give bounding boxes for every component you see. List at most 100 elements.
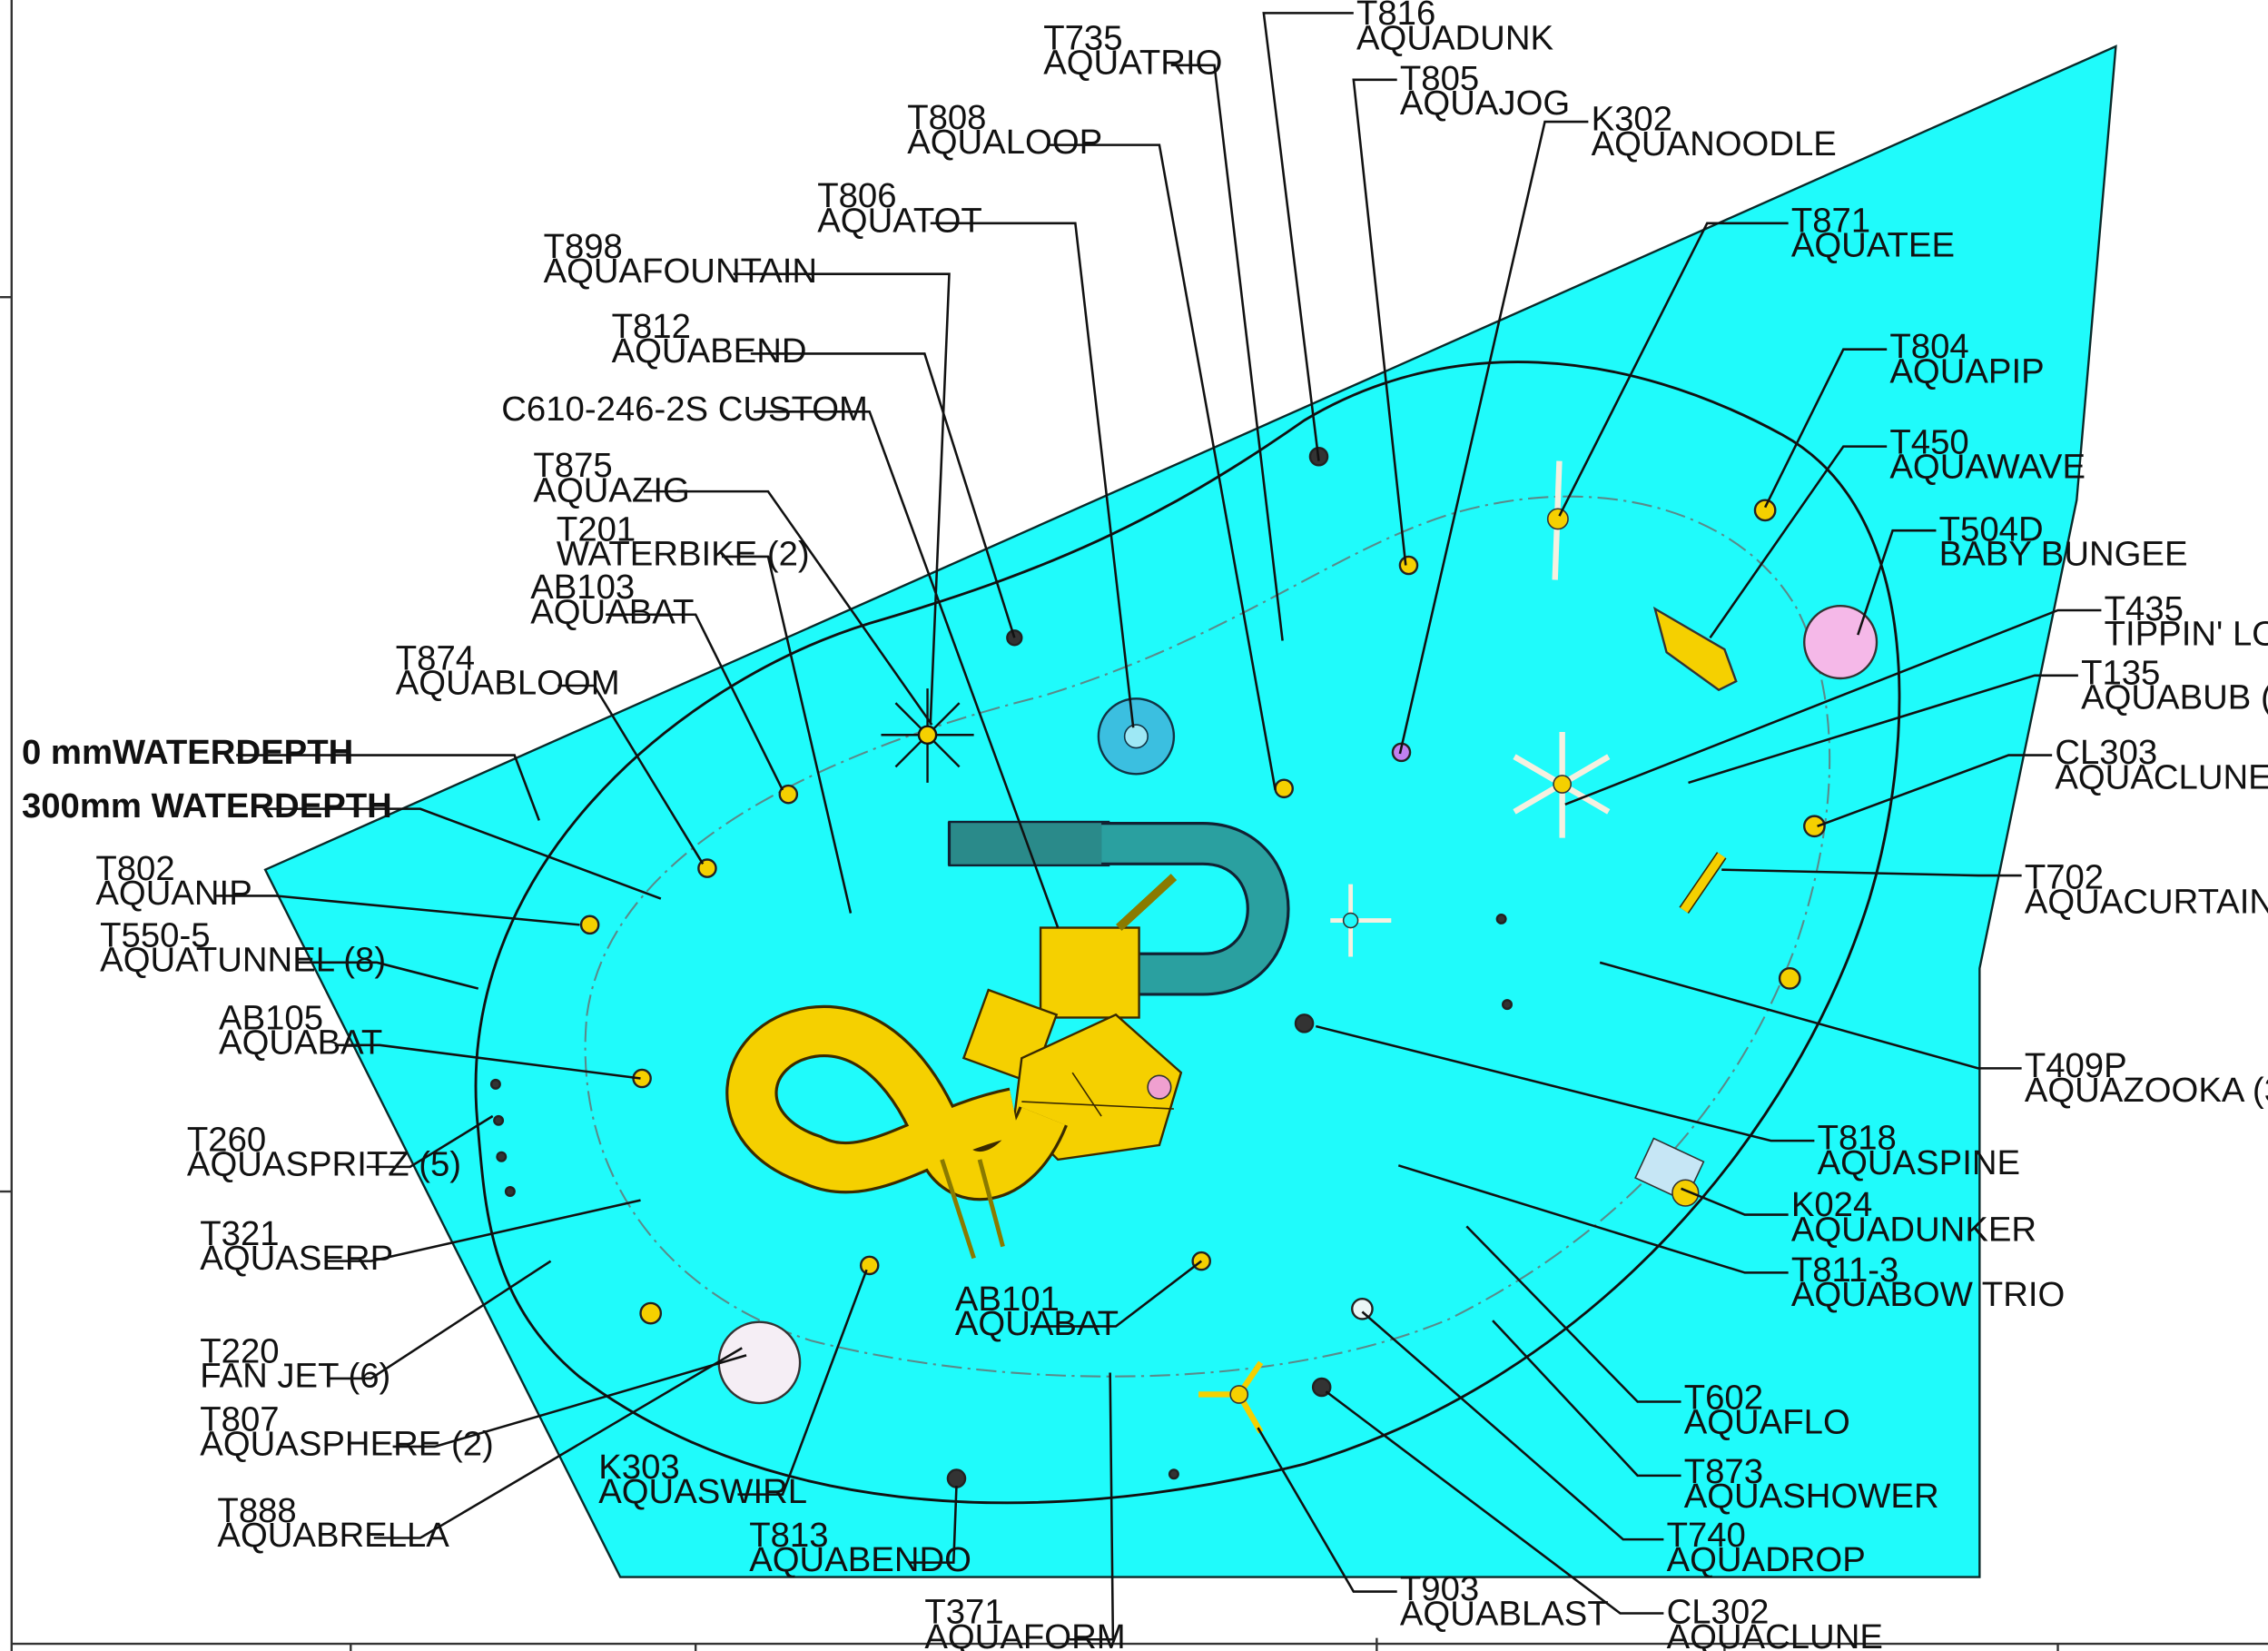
pool-area — [263, 44, 2117, 1578]
label-t805-name: AQUAJOG — [1400, 84, 1570, 123]
label-t804-name: AQUAPIP — [1889, 351, 2044, 391]
label-k303-name: AQUASWIRL — [598, 1472, 807, 1511]
label-t813-name: AQUABENDO — [749, 1540, 971, 1579]
label-t435-code: T435 — [2105, 589, 2184, 628]
label-t602-code: T602 — [1684, 1378, 1763, 1417]
label-ab105-name: AQUABAT — [219, 1023, 382, 1062]
aquacurtain-icon — [1679, 852, 1727, 914]
label-t735-name: AQUATRIO — [1043, 43, 1222, 82]
label-t740-code: T740 — [1667, 1516, 1746, 1555]
label-t321-name: AQUASERP — [200, 1239, 393, 1278]
upper-platform — [1039, 926, 1140, 1019]
label-k303-code: K303 — [598, 1448, 679, 1487]
label-t450-name: AQUAWAVE — [1889, 448, 2086, 487]
label-t220-name: FAN JET (6) — [200, 1357, 390, 1396]
label-t260-code: T260 — [187, 1120, 266, 1159]
label-t702-code: T702 — [2025, 857, 2104, 896]
label-t807-name: AQUASPHERE (2) — [200, 1425, 493, 1464]
label-t409p-name: AQUAZOOKA (3) — [2025, 1071, 2268, 1110]
label-t811-name: AQUABOW TRIO — [1791, 1275, 2065, 1314]
zero-depth-contour — [474, 361, 1901, 1505]
label-t888-name: AQUABRELLA — [217, 1516, 449, 1555]
label-t802-name: AQUANIP — [95, 874, 251, 913]
label-t804-code: T804 — [1889, 327, 1968, 366]
label-t808-code: T808 — [907, 98, 986, 137]
label-cl303-name: AQUACLUNE — [2055, 757, 2268, 796]
label-t550-name: AQUATUNNEL (8) — [100, 940, 386, 979]
aquafountain-icon — [881, 688, 974, 783]
label-t873-code: T873 — [1684, 1452, 1763, 1491]
label-t740-name: AQUADROP — [1667, 1540, 1866, 1579]
label-t450-code: T450 — [1889, 423, 1968, 462]
label-cl303-code: CL303 — [2055, 733, 2157, 772]
label-t702-name: AQUACURTAIN — [2025, 883, 2268, 922]
label-t735-code: T735 — [1043, 18, 1122, 57]
label-t808-name: AQUALOOP — [907, 123, 1102, 162]
label-t816-name: AQUADUNK — [1356, 18, 1554, 57]
label-zero-depth: 0 mmWATERDEPTH — [22, 733, 353, 772]
leader-lines — [214, 12, 2102, 1641]
label-ab101-name: AQUABAT — [955, 1304, 1119, 1343]
label-t504d-name: BABY BUNGEE — [1939, 534, 2188, 573]
label-t371-name: AQUAFORM — [924, 1617, 1125, 1651]
label-t135-name: AQUABUB (13) — [2081, 678, 2268, 717]
aquawave-icon — [1652, 606, 1738, 692]
label-t220-code: T220 — [200, 1331, 279, 1370]
label-t812-code: T812 — [612, 307, 691, 346]
label-t504d-code: T504D — [1939, 509, 2044, 549]
tube-slide-straight — [948, 820, 1110, 867]
label-t811-code: T811-3 — [1791, 1251, 1899, 1290]
label-t201-name: WATERBIKE (2) — [557, 534, 810, 573]
label-t875-name: AQUAZIG — [533, 470, 689, 509]
label-t371-code: T371 — [924, 1593, 1003, 1632]
label-ab105-code: AB105 — [219, 998, 323, 1037]
label-k024-code: K024 — [1791, 1185, 1872, 1224]
label-t888-code: T888 — [217, 1491, 296, 1530]
label-t409p-code: T409P — [2025, 1046, 2127, 1085]
label-t816-code: T816 — [1356, 0, 1435, 33]
tippin-lollies-icon — [1513, 732, 1611, 838]
deep-depth-contour — [584, 495, 1831, 1378]
label-ab101-code: AB101 — [955, 1280, 1060, 1319]
label-t550-code: T550-5 — [100, 915, 210, 954]
label-t874-code: T874 — [396, 638, 475, 677]
label-t807-code: T807 — [200, 1399, 279, 1438]
slide-tower — [725, 820, 1290, 1260]
label-cl302-name: AQUACLUNE — [1667, 1617, 1883, 1651]
aquazig-icon — [1330, 884, 1392, 957]
label-t812-name: AQUABEND — [612, 331, 807, 371]
label-t135-code: T135 — [2081, 653, 2160, 692]
